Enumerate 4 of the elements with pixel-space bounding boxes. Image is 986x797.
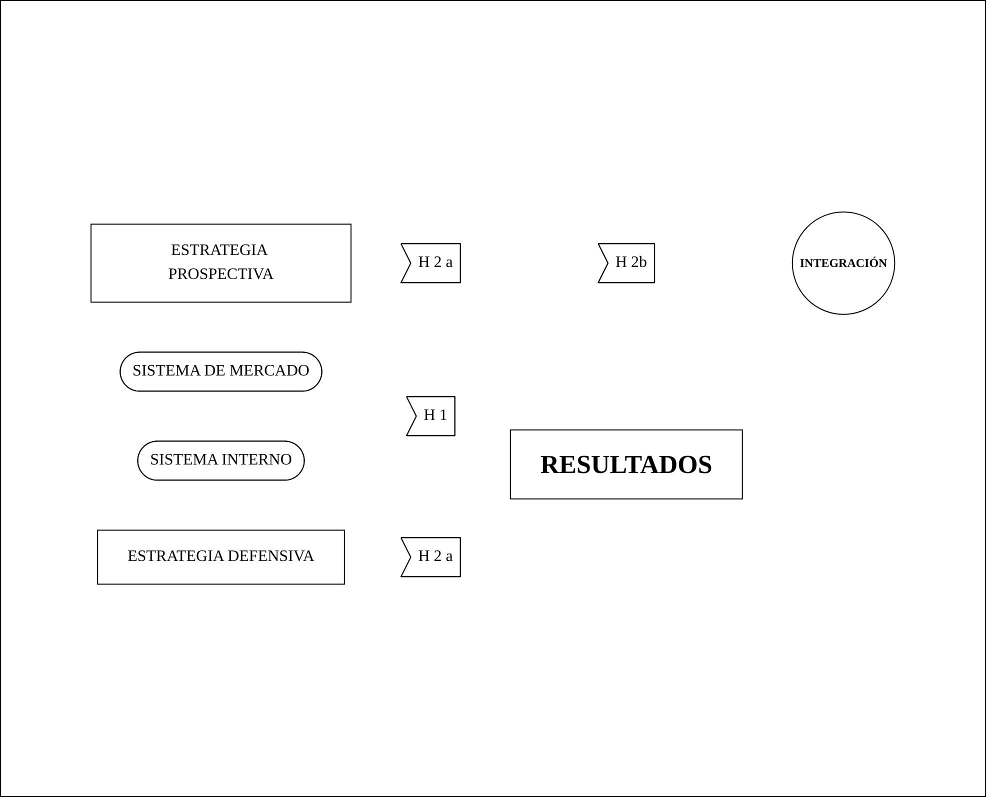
node-box: ESTRATEGIA DEFENSIVA: [97, 530, 346, 586]
node-box: ESTRATEGIA PROSPECTIVA: [90, 224, 352, 304]
node-box: RESULTADOS: [510, 430, 743, 500]
node-circle: INTEGRACIÓN: [792, 212, 896, 316]
